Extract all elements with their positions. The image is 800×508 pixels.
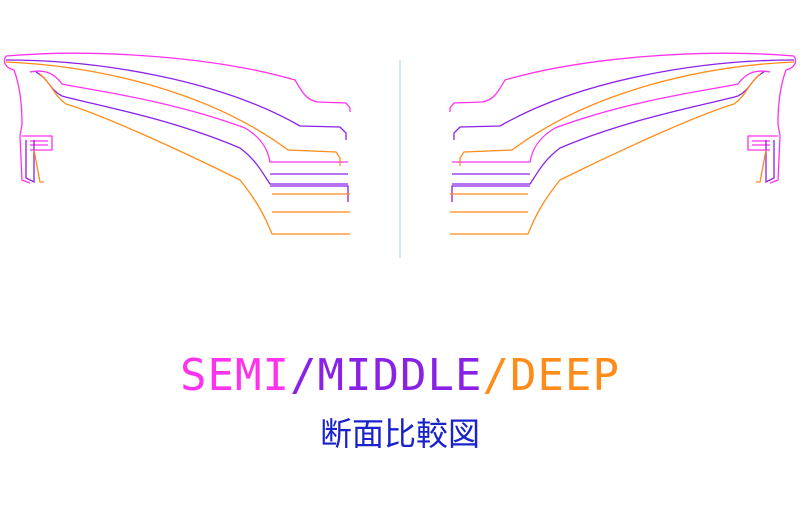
deep-profile-line (459, 61, 795, 166)
semi-profile-line (30, 140, 48, 146)
title-middle: MIDDLE (317, 350, 483, 401)
middle-profile-line (452, 71, 765, 185)
deep-profile-line (39, 73, 350, 235)
semi-profile-line (769, 55, 797, 184)
title-deep: DEEP (509, 350, 620, 401)
middle-profile-line (5, 59, 347, 140)
middle-profile-line (765, 140, 775, 184)
deep-profile (5, 61, 795, 235)
title-separator: / (290, 350, 318, 401)
semi-profile-line (29, 70, 348, 163)
semi-profile-line (5, 52, 351, 112)
semi-profile-line (747, 135, 778, 151)
semi-profile-line (449, 52, 795, 112)
semi-profile-line (3, 55, 31, 184)
middle-profile-line (270, 185, 349, 202)
deep-profile-line (5, 61, 341, 166)
cross-section-comparison-label: 断面比較図 (319, 415, 480, 453)
wheel-cross-section-diagram (3, 52, 797, 258)
title-separator: / (482, 350, 510, 401)
deep-profile-line (450, 73, 761, 235)
semi-profile (3, 52, 797, 184)
middle-profile-line (451, 185, 530, 202)
middle-profile-line (25, 140, 35, 184)
semi-profile-line (752, 140, 770, 146)
title-semi: SEMI (180, 350, 291, 401)
semi-profile-line (22, 135, 53, 151)
deep-profile-line (756, 149, 767, 183)
comparison-title: SEMI/MIDDLE/DEEP (0, 348, 800, 404)
semi-profile-line (452, 70, 771, 163)
middle-profile-line (35, 71, 348, 185)
middle-profile-line (453, 59, 795, 140)
deep-profile-line (33, 149, 44, 183)
